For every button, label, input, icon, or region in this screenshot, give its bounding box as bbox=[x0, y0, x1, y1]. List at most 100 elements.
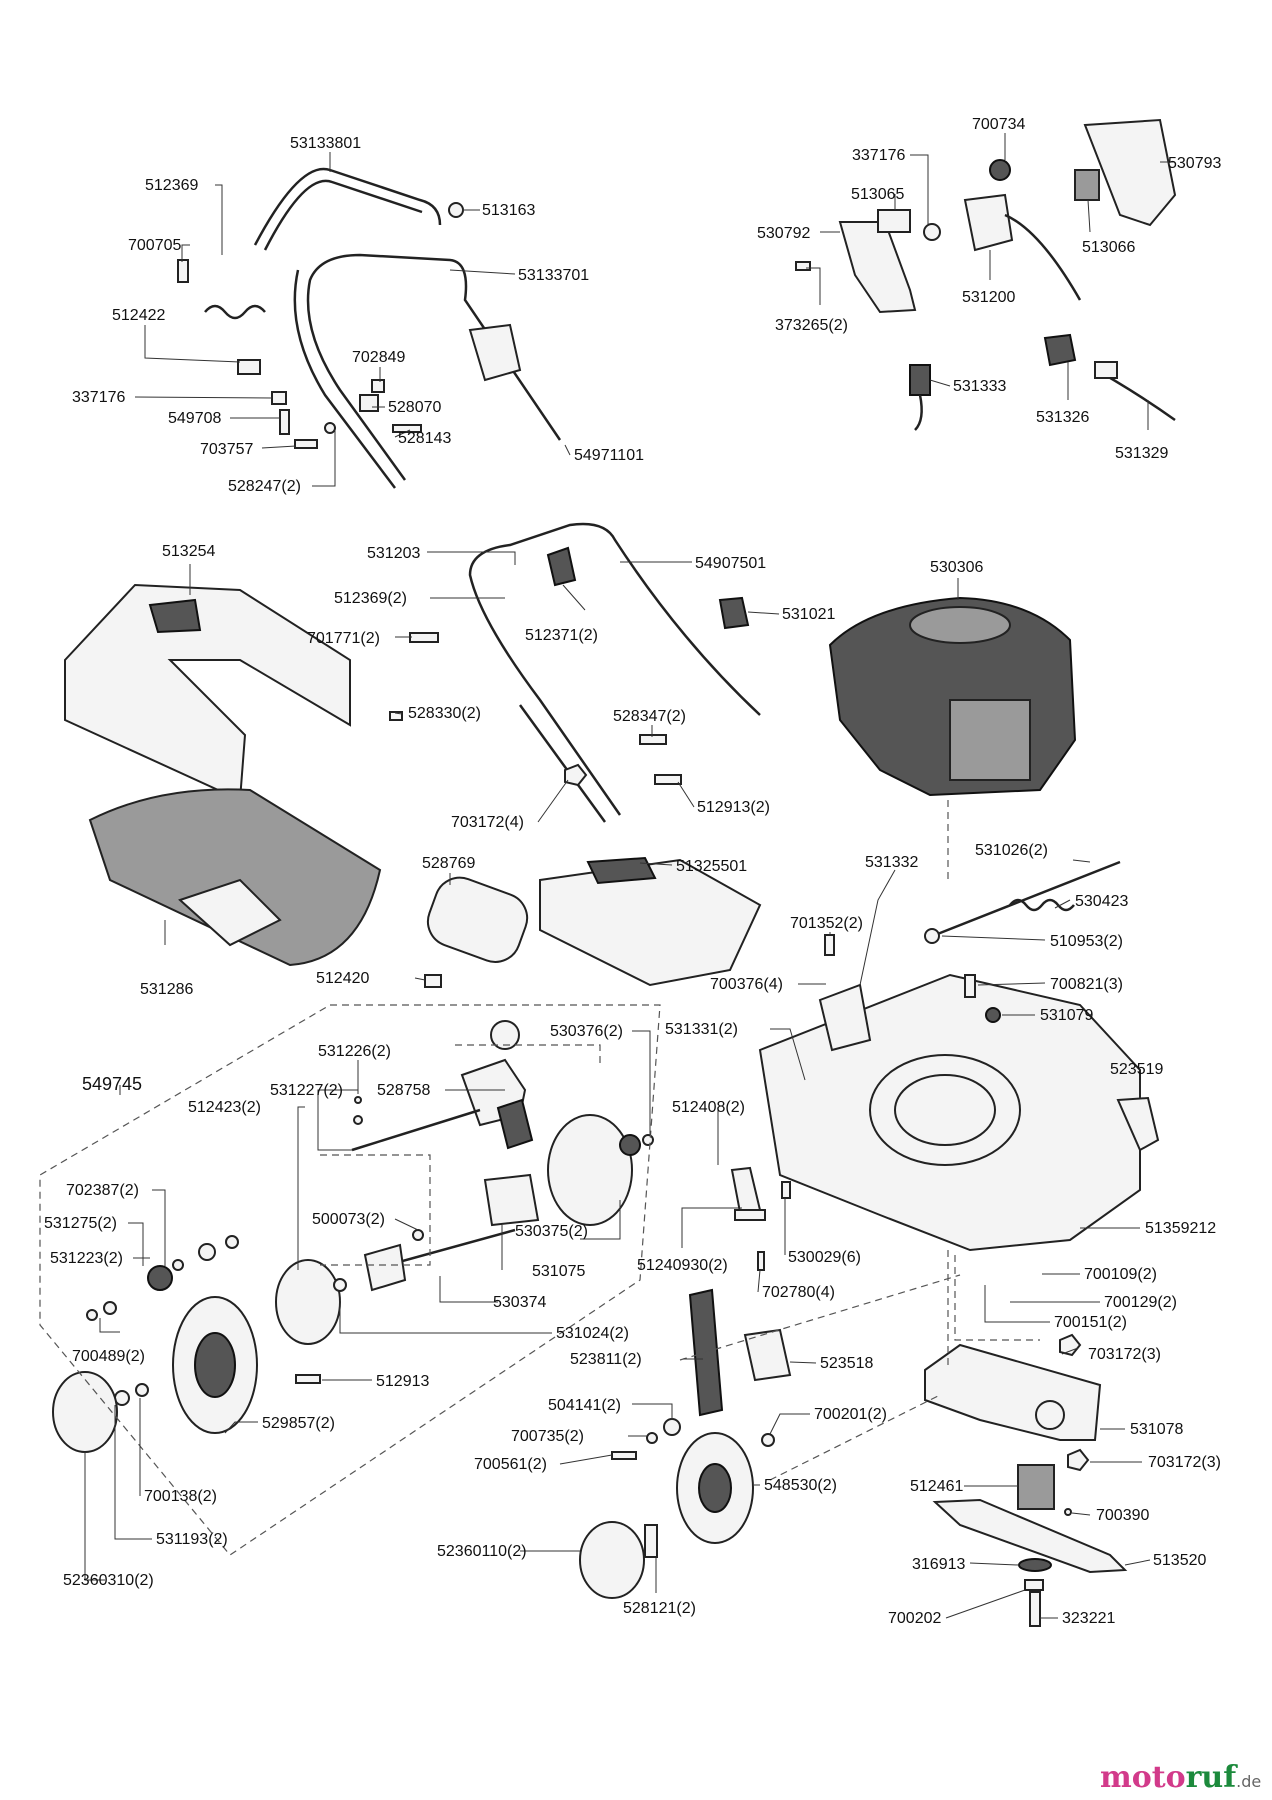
label-528121-2: 528121(2) bbox=[623, 1600, 696, 1617]
label-513163: 513163 bbox=[482, 202, 535, 219]
watermark-part2: ruf bbox=[1186, 1760, 1239, 1795]
label-512422: 512422 bbox=[112, 307, 165, 324]
nut-531079 bbox=[985, 1007, 1001, 1023]
label-530306: 530306 bbox=[930, 559, 983, 576]
hub-cap-52360110 bbox=[579, 1521, 645, 1599]
nut-703172-3b bbox=[1067, 1448, 1090, 1472]
washer-510953 bbox=[924, 928, 940, 944]
pin-528143 bbox=[392, 424, 422, 433]
throttle-lever-531200 bbox=[963, 193, 1014, 252]
label-702387-2: 702387(2) bbox=[66, 1182, 139, 1199]
screw-528330 bbox=[389, 711, 403, 721]
label-530423: 530423 bbox=[1075, 893, 1128, 910]
label-323221: 323221 bbox=[1062, 1610, 1115, 1627]
label-51240930-2: 51240930(2) bbox=[637, 1257, 728, 1274]
cable-531329 bbox=[1099, 370, 1176, 422]
label-54907501: 54907501 bbox=[695, 555, 766, 572]
label-512369-2: 512369(2) bbox=[334, 590, 407, 607]
axle-bracket bbox=[363, 1243, 407, 1292]
label-523518: 523518 bbox=[820, 1355, 873, 1372]
screw-700561 bbox=[611, 1451, 637, 1460]
nut-337176 bbox=[271, 391, 287, 405]
label-512371-2: 512371(2) bbox=[525, 627, 598, 644]
label-531075: 531075 bbox=[532, 1263, 585, 1280]
rear-axle-531026 bbox=[934, 860, 1121, 937]
label-702780-4: 702780(4) bbox=[762, 1284, 835, 1301]
label-513520: 513520 bbox=[1153, 1552, 1206, 1569]
label-512423-2: 512423(2) bbox=[188, 1099, 261, 1116]
washer-528247 bbox=[324, 422, 336, 434]
label-504141-2: 504141(2) bbox=[548, 1397, 621, 1414]
label-703172-4: 703172(4) bbox=[451, 814, 524, 831]
watermark: motoruf.de bbox=[1100, 1760, 1261, 1795]
drive-belt-528769 bbox=[426, 876, 529, 963]
label-531200: 531200 bbox=[962, 289, 1015, 306]
bolt-703757 bbox=[294, 439, 318, 449]
label-531078: 531078 bbox=[1130, 1421, 1183, 1438]
pad-513066 bbox=[1074, 169, 1100, 201]
plate-513065 bbox=[877, 209, 911, 233]
part-labels: 53133801 512369 513163 700705 53133701 5… bbox=[44, 116, 1221, 1627]
label-512408-2: 512408(2) bbox=[672, 1099, 745, 1116]
label-531079: 531079 bbox=[1040, 1007, 1093, 1024]
label-52360110-2: 52360110(2) bbox=[437, 1543, 527, 1560]
label-529857-2: 529857(2) bbox=[262, 1415, 335, 1432]
label-530793: 530793 bbox=[1168, 155, 1221, 172]
label-530029-6: 530029(6) bbox=[788, 1249, 861, 1266]
clip-531021 bbox=[718, 596, 750, 630]
bracket-523519 bbox=[1116, 1096, 1160, 1152]
label-316913: 316913 bbox=[912, 1556, 965, 1573]
wheel-disc-531024 bbox=[275, 1259, 341, 1345]
label-700705: 700705 bbox=[128, 237, 181, 254]
washer-504141 bbox=[663, 1418, 681, 1436]
catcher-handle bbox=[148, 598, 202, 634]
washer-700201 bbox=[761, 1433, 775, 1447]
label-700376-4: 700376(4) bbox=[710, 976, 783, 993]
nut-513163 bbox=[448, 202, 464, 218]
label-528247-2: 528247(2) bbox=[228, 478, 301, 495]
bolt-700821 bbox=[964, 974, 976, 998]
label-500073-2: 500073(2) bbox=[312, 1211, 385, 1228]
label-700821-3: 700821(3) bbox=[1050, 976, 1123, 993]
label-530375-2: 530375(2) bbox=[515, 1223, 588, 1240]
switch-531326 bbox=[1043, 333, 1077, 367]
label-530376-2: 530376(2) bbox=[550, 1023, 623, 1040]
label-528143: 528143 bbox=[398, 430, 451, 447]
watermark-part1: moto bbox=[1100, 1760, 1186, 1795]
part-shapes bbox=[52, 118, 1177, 1627]
deck-bracket-531332 bbox=[818, 983, 872, 1052]
label-531329: 531329 bbox=[1115, 445, 1168, 462]
key-700390 bbox=[1064, 1508, 1072, 1516]
screw-530029 bbox=[781, 1181, 791, 1199]
drive-pinion-531227 bbox=[353, 1115, 363, 1125]
cable-guide-512371 bbox=[546, 546, 577, 587]
side-flap-51325501 bbox=[539, 858, 762, 987]
bolt-701771 bbox=[409, 632, 439, 643]
label-702849: 702849 bbox=[352, 349, 405, 366]
washer-702387 bbox=[172, 1259, 184, 1271]
label-700561-2: 700561(2) bbox=[474, 1456, 547, 1473]
clip-528070 bbox=[359, 394, 379, 412]
cable-control-box bbox=[468, 323, 522, 382]
watermark-text: motoruf.de bbox=[1100, 1760, 1261, 1795]
pinion-531226 bbox=[354, 1096, 362, 1104]
label-701771-2: 701771(2) bbox=[307, 630, 380, 647]
bolt-512913 bbox=[654, 774, 682, 785]
assembly-outlines bbox=[39, 800, 1040, 1556]
label-548530-2: 548530(2) bbox=[764, 1477, 837, 1494]
hub-cap-52360310 bbox=[52, 1371, 118, 1453]
label-528070: 528070 bbox=[388, 399, 441, 416]
label-531275-2: 531275(2) bbox=[44, 1215, 117, 1232]
screw-512913-drive bbox=[295, 1374, 321, 1384]
height-lever-512408 bbox=[730, 1166, 762, 1214]
label-53133701: 53133701 bbox=[518, 267, 589, 284]
label-700202: 700202 bbox=[888, 1610, 941, 1627]
label-703757: 703757 bbox=[200, 441, 253, 458]
label-512461: 512461 bbox=[910, 1478, 963, 1495]
screw-701352 bbox=[824, 934, 835, 956]
pulley-530376 bbox=[490, 1020, 520, 1050]
grass-catcher-top bbox=[64, 583, 351, 802]
label-700109-2: 700109(2) bbox=[1084, 1266, 1157, 1283]
label-703172-3-top: 703172(3) bbox=[1088, 1346, 1161, 1363]
washer-700735 bbox=[646, 1432, 658, 1444]
